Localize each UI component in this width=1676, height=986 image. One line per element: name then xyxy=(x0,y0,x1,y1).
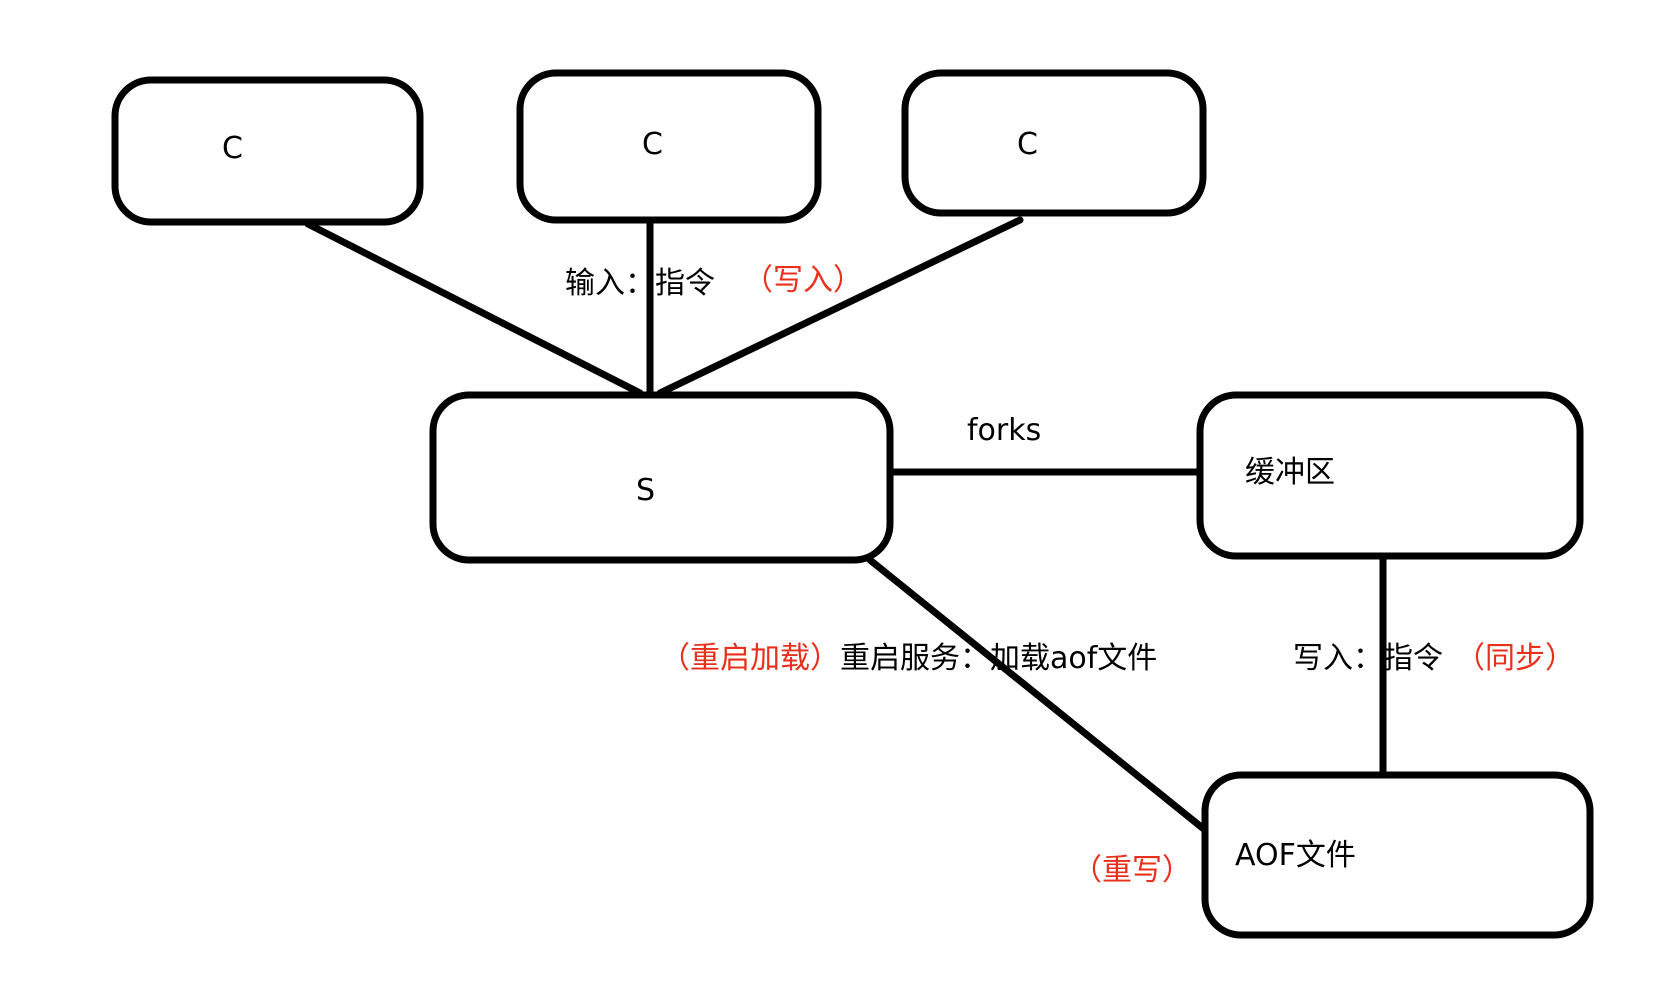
server-label: S xyxy=(636,473,655,508)
aof-file-node xyxy=(1201,771,1594,939)
restart-service-label: 重启服务：加载aof文件 xyxy=(840,641,1157,676)
client-node-1 xyxy=(111,76,424,226)
sync-note-label: （同步） xyxy=(1455,641,1575,676)
aof-file-label: AOF文件 xyxy=(1235,838,1356,873)
edge-client3-server xyxy=(656,216,1024,397)
buffer-write-command-label: 写入：指令 xyxy=(1293,641,1443,676)
buffer-node xyxy=(1196,391,1584,560)
input-command-label: 输入：指令 xyxy=(565,266,715,301)
write-note-label: （写入） xyxy=(743,263,863,298)
client-1-label: C xyxy=(222,131,243,166)
edge-server-aof xyxy=(866,556,1209,834)
restart-load-note-label: （重启加载） xyxy=(660,641,840,676)
edge-client1-server xyxy=(304,220,644,397)
client-node-3 xyxy=(901,69,1207,217)
client-node-2 xyxy=(516,69,822,224)
forks-label: forks xyxy=(967,413,1041,448)
rewrite-note-label: （重写） xyxy=(1072,853,1192,888)
client-3-label: C xyxy=(1017,127,1038,162)
client-2-label: C xyxy=(642,127,663,162)
server-node xyxy=(429,391,894,564)
buffer-label: 缓冲区 xyxy=(1245,455,1335,490)
